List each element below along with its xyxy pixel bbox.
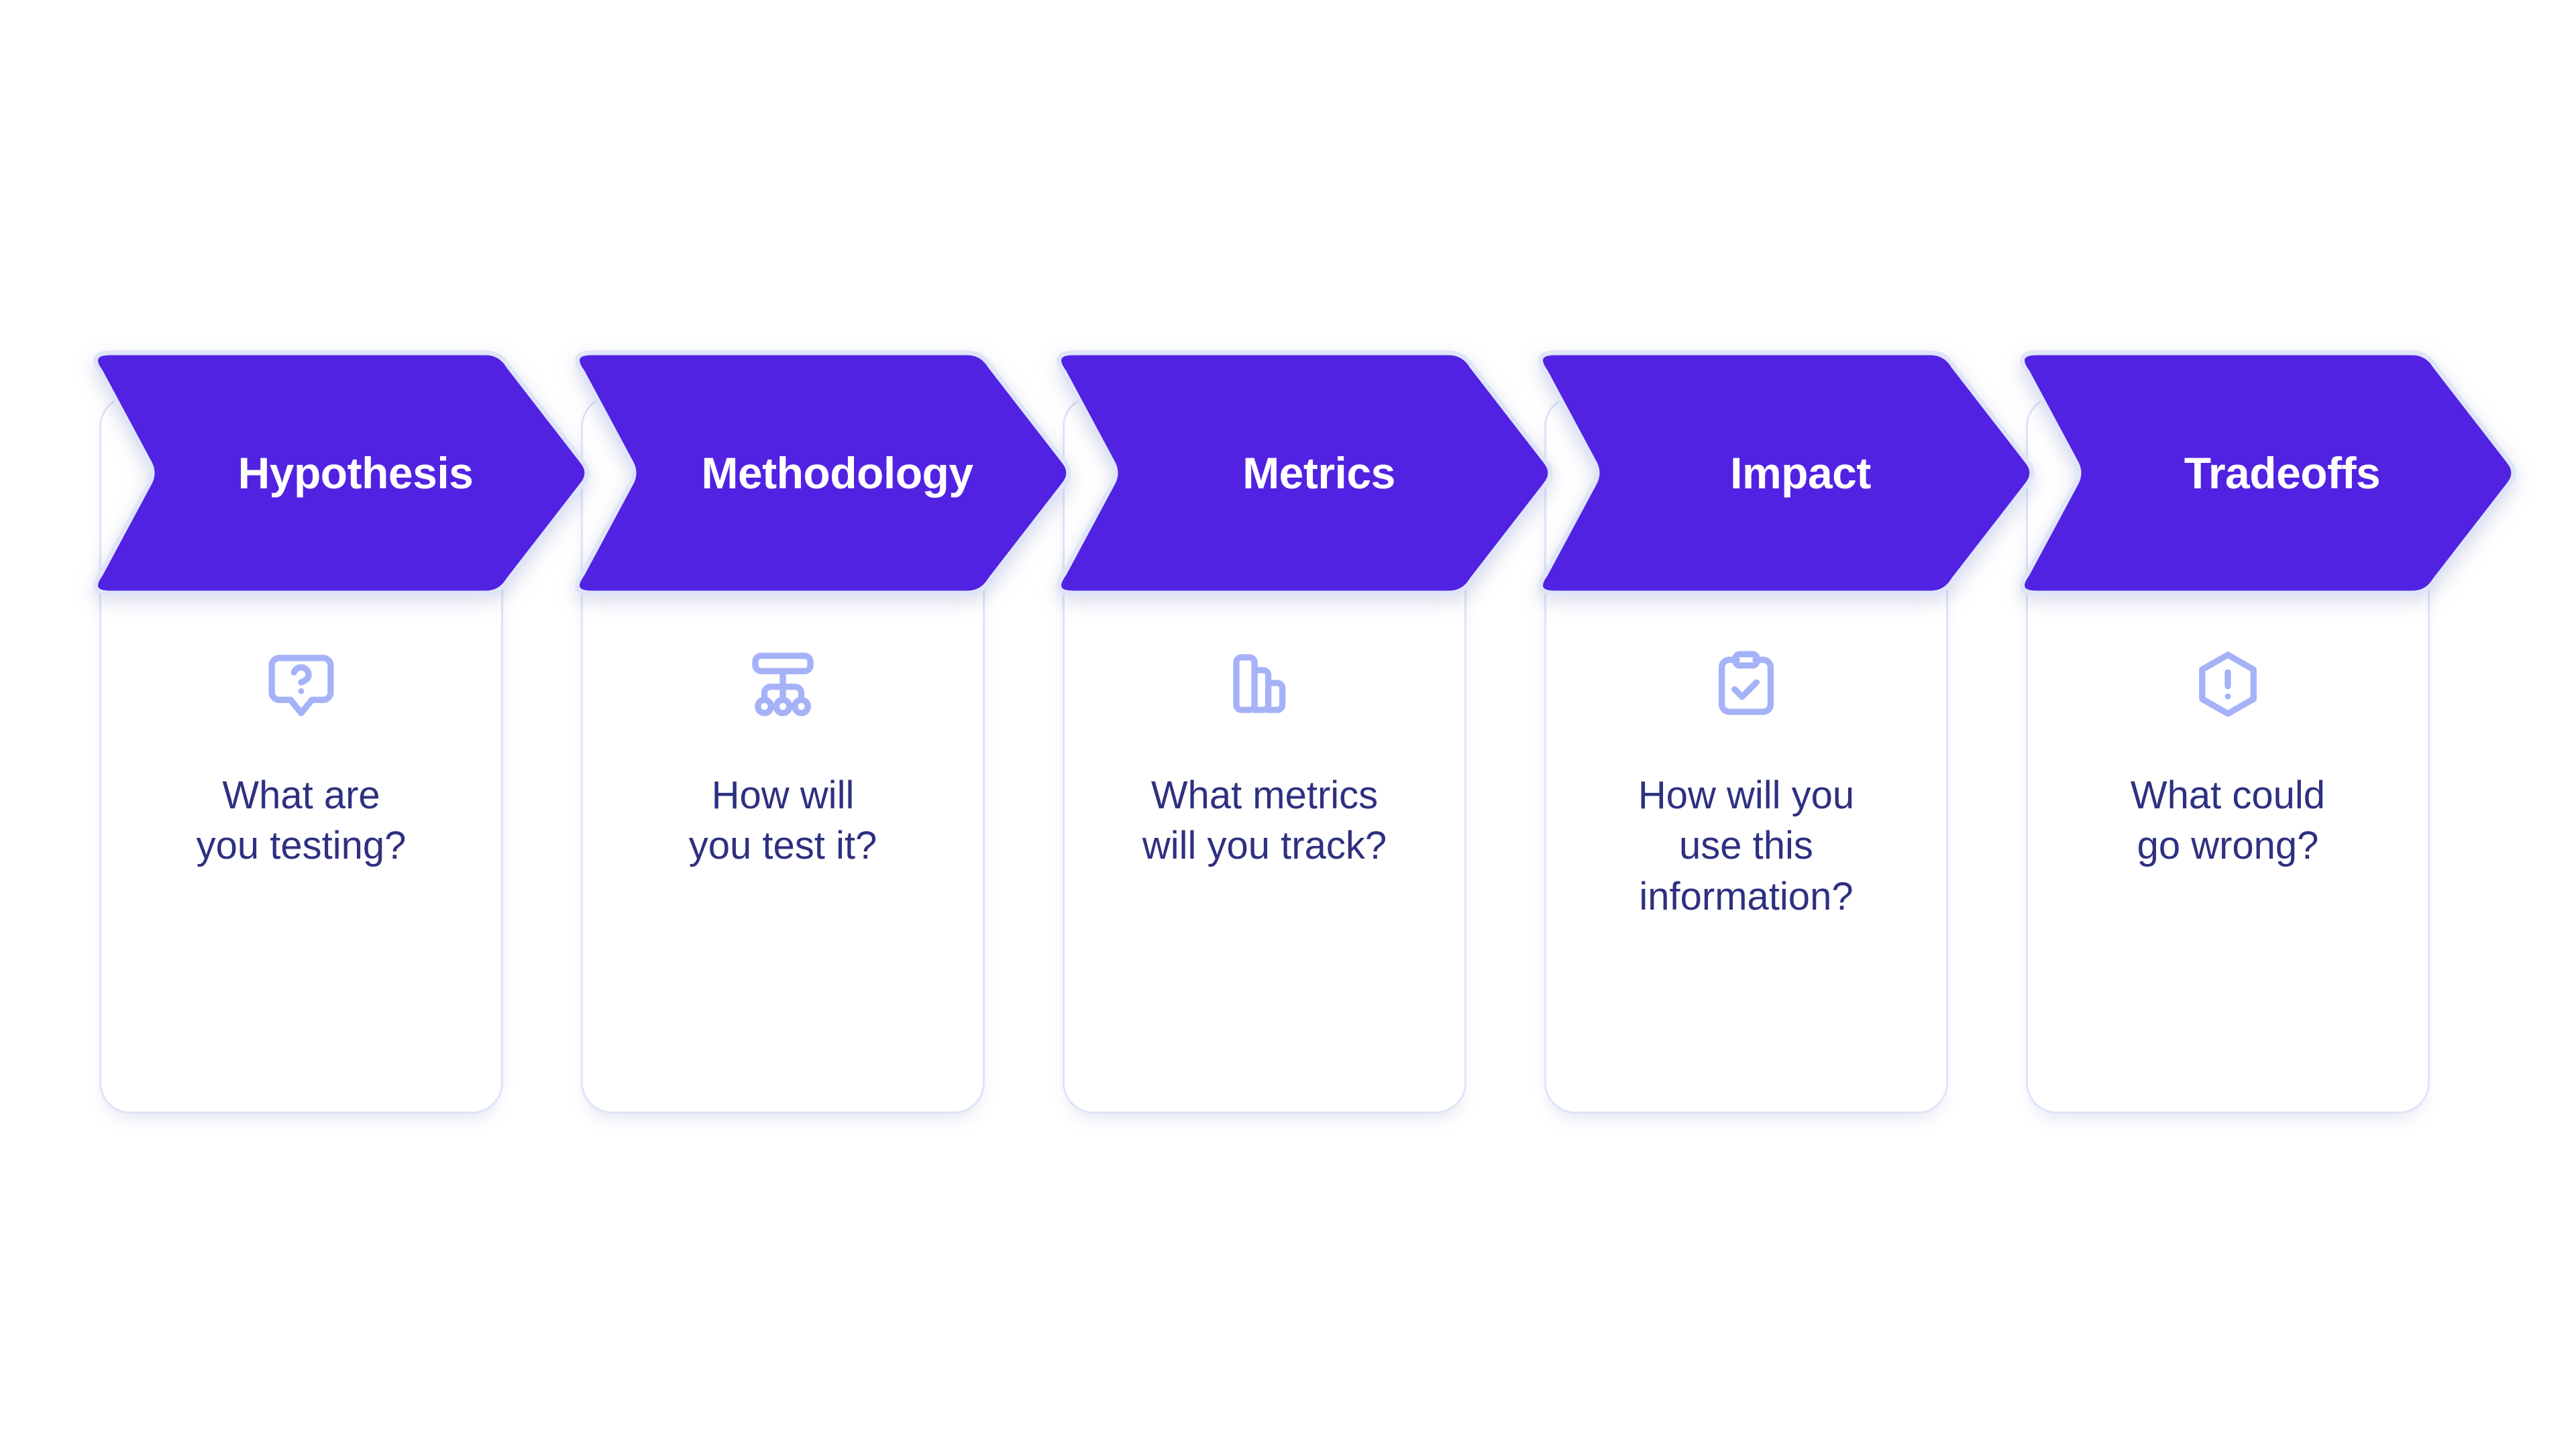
step-header-chevron[interactable]: Impact — [1532, 349, 2042, 597]
process-step-row: Hypothesis What are you testing? — [87, 349, 2516, 1114]
process-step-hypothesis[interactable]: Hypothesis What are you testing? — [87, 349, 597, 1114]
step-content: What could go wrong? — [2014, 597, 2524, 1114]
process-step-tradeoffs[interactable]: Tradeoffs What could go wrong? — [2014, 349, 2524, 1114]
step-content: What are you testing? — [87, 597, 597, 1114]
process-step-metrics[interactable]: Metrics What metrics will you track? — [1051, 349, 1560, 1114]
step-question: How will you test it? — [688, 773, 877, 868]
step-question: What metrics will you track? — [1142, 773, 1387, 868]
step-header-chevron[interactable]: Metrics — [1051, 349, 1560, 597]
step-question: What are you testing? — [196, 773, 407, 868]
process-step-impact[interactable]: Impact How will you use this information… — [1532, 349, 2042, 1114]
step-header-chevron[interactable]: Tradeoffs — [2014, 349, 2524, 597]
clipboard-check-icon — [1709, 647, 1784, 722]
bar-chart-icon — [1227, 647, 1302, 722]
step-question: How will you use this information? — [1638, 773, 1855, 918]
step-content: What metrics will you track? — [1051, 597, 1560, 1114]
step-content: How will you use this information? — [1532, 597, 2042, 1114]
step-question: What could go wrong? — [2130, 773, 2326, 868]
step-header-chevron[interactable]: Methodology — [569, 349, 1079, 597]
step-content: How will you test it? — [569, 597, 1079, 1114]
hexagon-alert-icon — [2190, 647, 2265, 722]
hierarchy-sitemap-icon — [745, 647, 820, 722]
process-step-methodology[interactable]: Methodology How will you test it? — [569, 349, 1079, 1114]
message-question-icon — [264, 647, 339, 722]
step-header-chevron[interactable]: Hypothesis — [87, 349, 597, 597]
